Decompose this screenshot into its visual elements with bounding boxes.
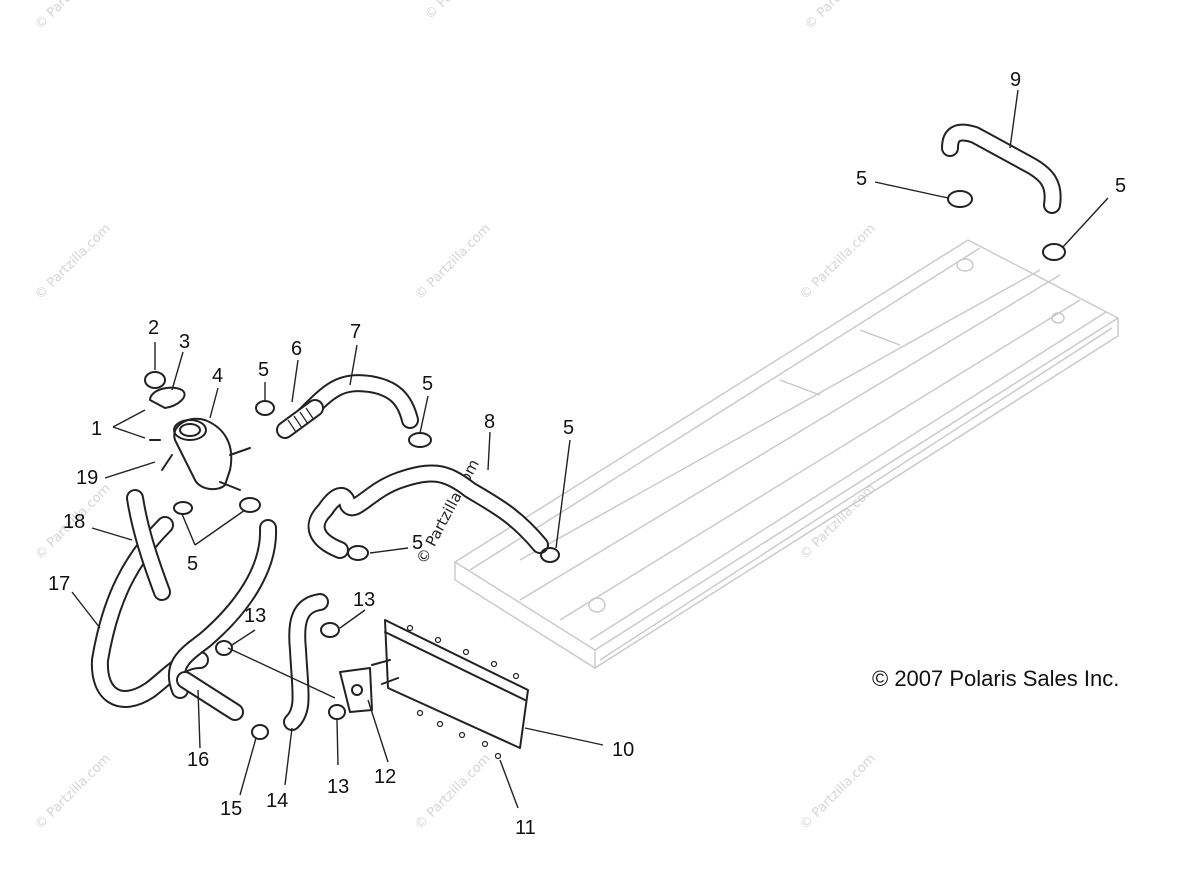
callout-13: 13 bbox=[244, 605, 266, 627]
callout-labels: 1 2 3 4 5 6 7 5 8 5 5 5 9 5 5 13 13 13 1… bbox=[48, 69, 1126, 839]
callout-5: 5 bbox=[412, 532, 423, 554]
watermark: © Partzilla.com bbox=[412, 751, 494, 833]
watermark: © Partzilla.com bbox=[802, 0, 884, 33]
hose-7 bbox=[296, 374, 419, 429]
hose-8 bbox=[307, 464, 549, 559]
callout-3: 3 bbox=[179, 331, 190, 353]
callout-9: 9 bbox=[1010, 69, 1021, 91]
watermark: © Partzilla.com bbox=[32, 751, 114, 833]
callout-19: 19 bbox=[76, 467, 98, 489]
leader-lines bbox=[71, 89, 1109, 809]
copyright-notice: © 2007 Polaris Sales Inc. bbox=[872, 666, 1119, 691]
callout-14: 14 bbox=[266, 790, 288, 812]
watermark: © Partzilla.com bbox=[797, 481, 879, 563]
callout-10: 10 bbox=[612, 739, 634, 761]
callout-2: 2 bbox=[148, 317, 159, 339]
coolant-bottle bbox=[144, 371, 251, 491]
watermark: © Partzilla.com bbox=[412, 221, 494, 303]
watermark: © Partzilla.com bbox=[32, 0, 114, 33]
hose-clamps bbox=[173, 190, 1066, 740]
watermark: © Partzilla.com bbox=[422, 0, 504, 23]
callout-5: 5 bbox=[856, 168, 867, 190]
callout-4: 4 bbox=[212, 365, 223, 387]
hose-9 bbox=[941, 123, 1062, 214]
callout-17: 17 bbox=[48, 573, 70, 595]
watermark: © Partzilla.com bbox=[797, 221, 879, 303]
hose-18 bbox=[126, 489, 171, 601]
callout-6: 6 bbox=[291, 338, 302, 360]
callout-18: 18 bbox=[63, 511, 85, 533]
watermark: © Partzilla.com bbox=[797, 751, 879, 833]
callout-8: 8 bbox=[484, 411, 495, 433]
callout-5: 5 bbox=[187, 553, 198, 575]
watermark: © Partzilla.com bbox=[32, 221, 114, 303]
callout-13: 13 bbox=[327, 776, 349, 798]
callout-5: 5 bbox=[563, 417, 574, 439]
callout-5: 5 bbox=[422, 373, 433, 395]
callout-11: 11 bbox=[515, 817, 536, 839]
hose-6 bbox=[276, 399, 324, 439]
hose-5-riser bbox=[167, 519, 278, 699]
callout-5: 5 bbox=[1115, 175, 1126, 197]
hose-14 bbox=[283, 593, 329, 731]
tunnel-drawing bbox=[453, 239, 1120, 669]
callout-5: 5 bbox=[258, 359, 269, 381]
callout-7: 7 bbox=[350, 321, 361, 343]
hose-16 bbox=[176, 671, 244, 721]
callout-1: 1 bbox=[91, 418, 102, 440]
watermark-layer: © Partzilla.com © Partzilla.com © Partzi… bbox=[32, 0, 884, 833]
callout-16: 16 bbox=[187, 749, 209, 771]
callout-15: 15 bbox=[220, 798, 242, 820]
callout-12: 12 bbox=[374, 766, 396, 788]
callout-13: 13 bbox=[353, 589, 375, 611]
heat-exchanger bbox=[339, 619, 529, 760]
